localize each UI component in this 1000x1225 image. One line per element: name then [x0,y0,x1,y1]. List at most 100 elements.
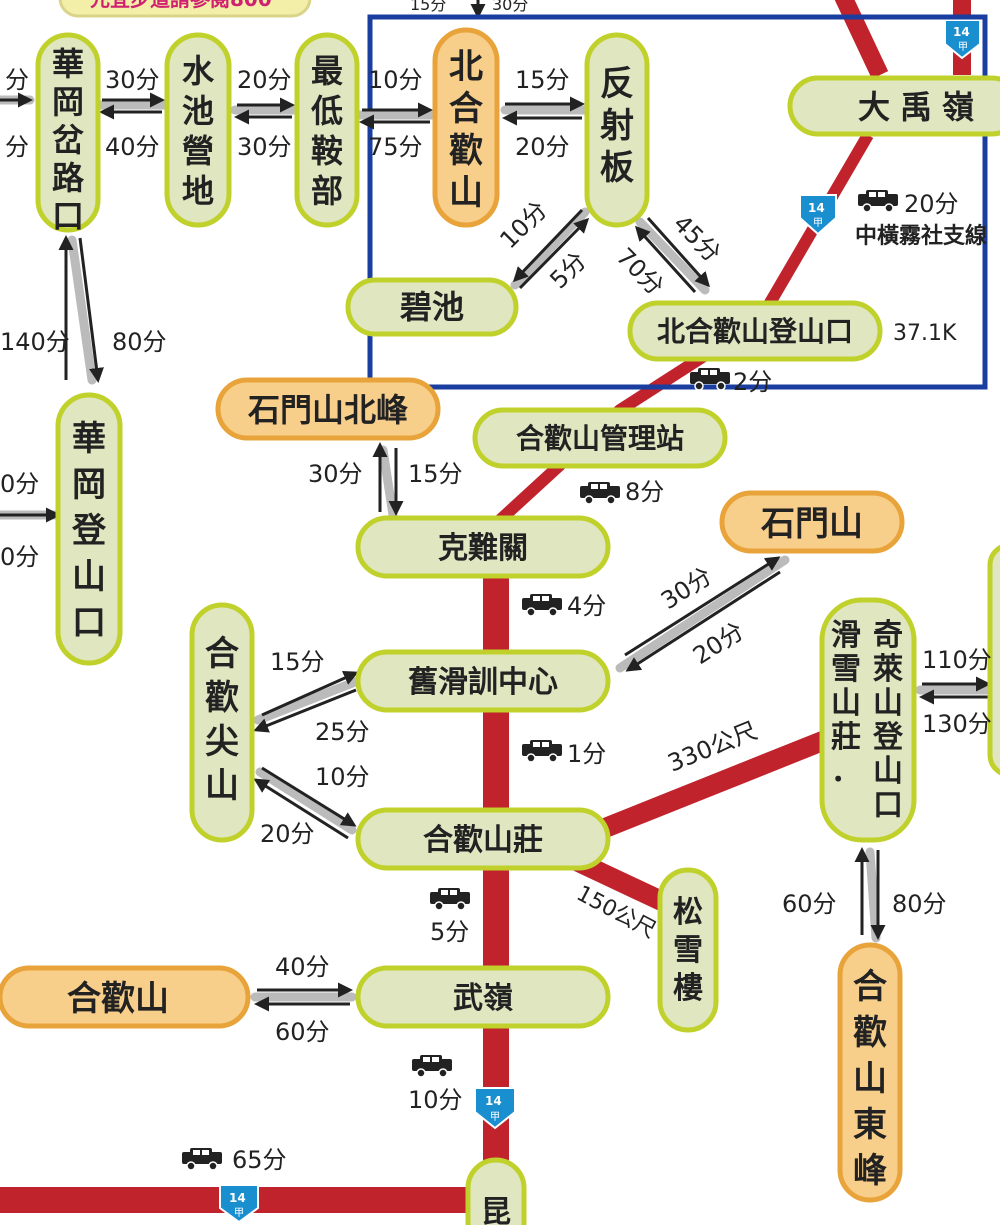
svg-text:40分: 40分 [105,133,160,161]
svg-text:奇萊山登山口: 奇萊山登山口 [872,618,904,823]
svg-text:0分: 0分 [0,543,39,571]
svg-text:中橫霧社支線: 中橫霧社支線 [855,223,987,249]
node-wuling[interactable]: 武嶺 [355,965,611,1029]
svg-text:20分: 20分 [515,133,570,161]
node-hehuan-jianshan[interactable]: 合歡尖山 [189,602,255,843]
svg-text:30分: 30分 [492,0,528,14]
svg-text:15分: 15分 [515,66,570,94]
node-north-trailhead[interactable]: 北合歡山登山口 [627,300,883,362]
node-hehuan-north[interactable]: 北合歡山 [432,27,500,228]
road-sign-icon: 14 甲 [219,1184,259,1224]
node-huagang-trailhead[interactable]: 華岡登山口 [55,392,123,666]
road-sign-icon: 14 甲 [944,19,981,60]
svg-text:0分: 0分 [0,470,39,498]
car-icon [521,739,563,763]
node-lodge[interactable]: 合歡山莊 [355,807,611,871]
svg-text:甲: 甲 [958,42,968,53]
node-shuichi-camp[interactable]: 水池營地 [164,32,232,228]
node-ski-center[interactable]: 舊滑訓中心 [355,649,611,713]
svg-text:60分: 60分 [782,890,837,918]
svg-text:合歡山管理站: 合歡山管理站 [516,422,684,455]
car-icon [857,189,899,213]
svg-text:合歡山莊: 合歡山莊 [423,823,543,858]
svg-text:大禹嶺: 大禹嶺 [858,88,984,126]
svg-text:甲: 甲 [234,1208,244,1219]
svg-text:30分: 30分 [105,66,160,94]
svg-text:石門山北峰: 石門山北峰 [247,391,408,429]
svg-text:石門山: 石門山 [760,504,863,544]
car-icon [521,593,563,617]
svg-text:甲: 甲 [813,218,823,229]
svg-text:北合歡山登山口: 北合歡山登山口 [657,315,853,348]
svg-text:舊滑訓中心: 舊滑訓中心 [408,665,558,700]
node-lowest-saddle[interactable]: 最低鞍部 [294,32,360,228]
svg-text:10分: 10分 [368,66,423,94]
svg-text:20分: 20分 [904,190,959,218]
node-shimen-north[interactable]: 石門山北峰 [215,377,441,441]
drive-times: 20分 中橫霧社支線 37.1K 2分 8分 4分 1分 5分 10分 65分 [181,189,987,1174]
svg-text:碧池: 碧池 [400,288,464,326]
svg-text:合歡山東峰: 合歡山東峰 [853,967,887,1191]
svg-text:14: 14 [229,1191,246,1205]
svg-text:40分: 40分 [275,953,330,981]
svg-text:130分: 130分 [922,710,992,738]
svg-text:60分: 60分 [275,1018,330,1046]
svg-text:北合歡山: 北合歡山 [449,47,483,213]
svg-text:14: 14 [953,25,970,39]
node-bichi[interactable]: 碧池 [345,277,519,337]
svg-text:甲: 甲 [490,1112,500,1123]
svg-text:5分: 5分 [430,918,469,946]
svg-text:20分: 20分 [260,820,315,848]
svg-text:分: 分 [5,66,29,94]
node-station[interactable]: 合歡山管理站 [472,407,728,469]
trail-arrows [0,92,995,1012]
svg-text:最低鞍部: 最低鞍部 [311,52,343,210]
svg-text:80分: 80分 [892,890,947,918]
node-dayuling[interactable]: 大禹嶺 [787,75,1000,137]
car-icon [181,1147,223,1171]
svg-text:武嶺: 武嶺 [453,981,513,1016]
svg-text:80分: 80分 [112,328,167,356]
node-bottom-stub[interactable]: 昆 [465,1157,527,1225]
svg-text:65分: 65分 [232,1146,287,1174]
svg-text:30分: 30分 [237,133,292,161]
svg-text:15分: 15分 [270,648,325,676]
node-kenanguan[interactable]: 克難關 [355,515,611,579]
svg-text:14: 14 [808,201,825,215]
node-huagang-junction[interactable]: 華岡岔路口 [35,32,101,235]
car-icon [411,1054,453,1078]
svg-text:10分: 10分 [408,1086,463,1114]
svg-text:華岡岔路口: 華岡岔路口 [52,45,85,235]
node-east-peak[interactable]: 合歡山東峰 [837,942,903,1203]
svg-text:15分: 15分 [410,0,446,14]
svg-text:元宜步道請參閱800: 元宜步道請參閱800 [90,0,272,11]
node-qilai-trailhead[interactable]: 奇萊山登山口 滑雪山莊． [819,597,917,843]
svg-text:15分: 15分 [408,460,463,488]
road-sign-icon: 14 甲 [474,1087,516,1130]
svg-text:10分: 10分 [494,196,552,254]
car-icon [579,481,621,505]
highlight-box [367,14,988,390]
svg-text:10分: 10分 [315,763,370,791]
svg-text:25分: 25分 [315,718,370,746]
svg-text:水池營地: 水池營地 [182,52,215,210]
time-labels: 分 分 30分 40分 20分 30分 10分 75分 15分 20分 10分 … [0,66,992,1046]
svg-text:1分: 1分 [567,740,606,768]
svg-text:14: 14 [485,1094,502,1108]
svg-text:140分: 140分 [0,328,70,356]
svg-text:20分: 20分 [237,66,292,94]
node-shimen[interactable]: 石門山 [719,490,905,554]
node-reflector[interactable]: 反射板 [584,32,650,228]
node-hehuan[interactable]: 合歡山 [0,965,251,1029]
svg-text:30分: 30分 [308,460,363,488]
road-sign-icon: 14 甲 [799,194,837,236]
svg-text:反射板: 反射板 [600,64,634,188]
svg-text:8分: 8分 [625,478,664,506]
svg-text:昆: 昆 [481,1195,511,1225]
svg-text:華岡登山口: 華岡登山口 [71,419,107,643]
node-songxue[interactable]: 松雪樓 [657,867,719,1033]
svg-text:合歡山: 合歡山 [67,979,169,1019]
top-banner: 元宜步道請參閱800 15分 30分 [58,0,528,19]
car-icon [429,887,471,911]
